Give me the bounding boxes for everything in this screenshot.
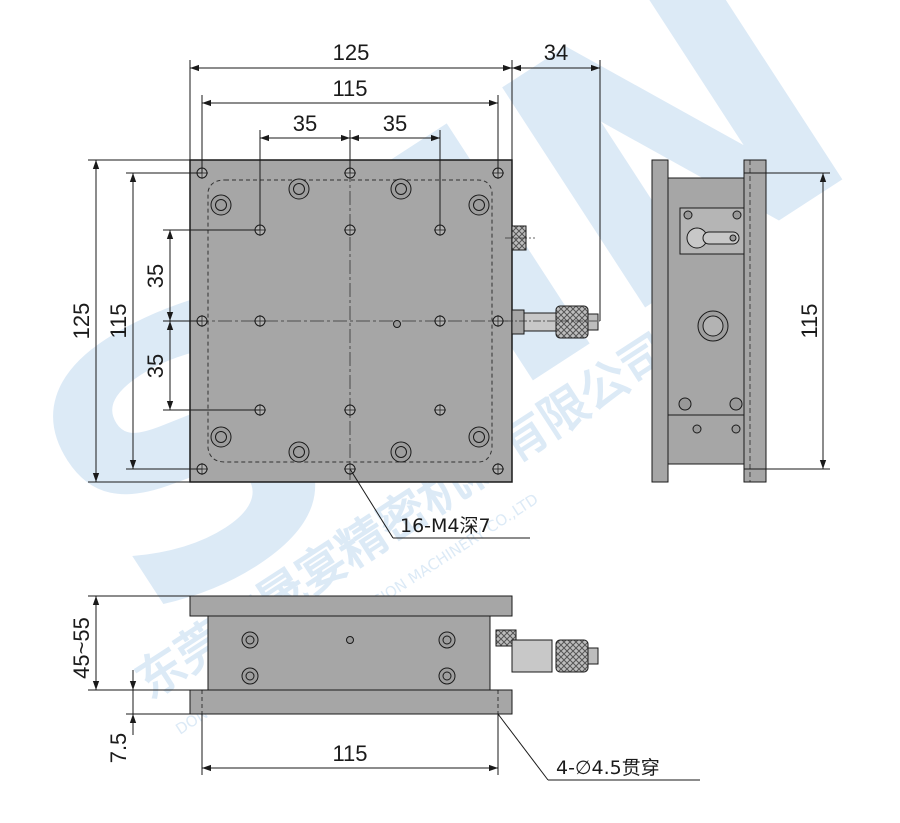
dim-offset-micrometer: 34 [544,40,568,65]
counterbore-inner [215,183,485,458]
side-view [651,159,767,483]
dim-height-overall: 125 [69,303,94,340]
front-dim-width-holes: 115 [332,741,367,766]
front-micrometer-thimble [555,639,589,673]
dim-pitch-upper: 35 [143,264,168,288]
top-recess-outline [207,179,493,463]
dim-height-holes: 115 [106,303,131,338]
front-base-plate [189,689,513,715]
through-hole-note: 4-∅4.5贯穿 [556,757,660,779]
front-top-plate [189,595,513,617]
top-centerlines [195,168,508,480]
front-view [189,595,599,715]
front-dim-height-range: 45~55 [69,617,94,679]
side-dim-height-holes: 115 [797,303,822,338]
hole-note-leader [349,468,530,539]
side-dimensions [744,172,830,470]
dim-width-holes: 115 [332,76,367,101]
dim-pitch-lower: 35 [143,354,168,378]
side-plate-left [651,159,669,483]
top-dimensions [88,60,601,483]
front-dim-base-thickness: 7.5 [106,733,131,764]
dim-pitch-left: 35 [293,111,317,136]
dim-pitch-right: 35 [383,111,407,136]
side-plate-right [743,159,767,483]
top-view [189,159,600,483]
front-lock-knob [495,629,517,647]
center-small-hole [393,320,401,328]
front-dimensions [88,595,700,781]
hole-note: 16-M4深7 [400,515,491,537]
dim-width-overall: 125 [333,40,370,65]
micrometer-top [511,305,599,339]
counterbore-screws [210,178,490,463]
